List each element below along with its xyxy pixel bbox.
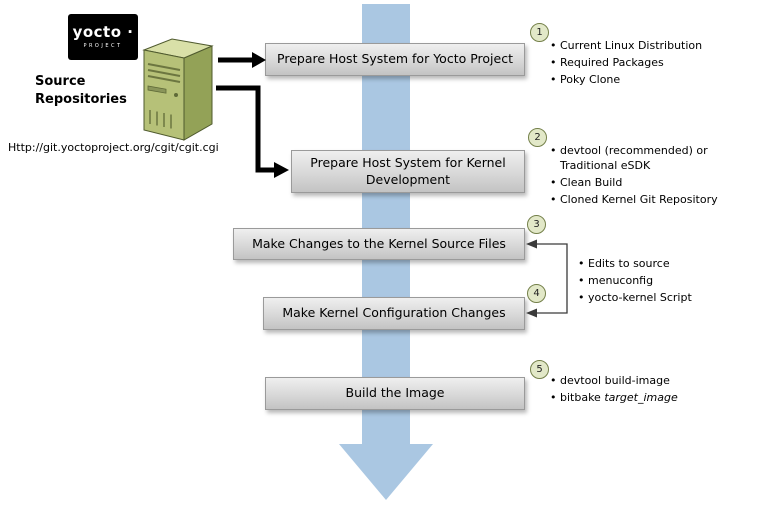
step-box-1: Prepare Host System for Yocto Project	[265, 43, 525, 76]
bullet-item: Poky Clone	[549, 73, 754, 88]
bullet-item: Current Linux Distribution	[549, 39, 754, 54]
step-box-2: Prepare Host System for Kernel Developme…	[291, 150, 525, 193]
bullet-item: yocto-kernel Script	[577, 291, 752, 306]
bullet-list-step5: devtool build-image bitbake target_image	[549, 374, 754, 408]
server-tower-icon	[142, 38, 214, 141]
step-box-3: Make Changes to the Kernel Source Files	[233, 228, 525, 260]
step-number-3: 3	[527, 215, 546, 234]
bullet-list-step2: devtool (recommended) or Traditional eSD…	[549, 144, 739, 210]
source-repositories-label: Source Repositories	[35, 74, 127, 107]
repo-url: Http://git.yoctoproject.org/cgit/cgit.cg…	[8, 141, 219, 154]
server-icon	[136, 36, 220, 146]
arrow-server-to-step2-icon	[216, 85, 289, 178]
bracket-steps-3-4-icon	[526, 239, 568, 318]
step-number-1: 1	[530, 23, 549, 42]
bullet-item: Required Packages	[549, 56, 754, 71]
step-number-2: 2	[528, 128, 547, 147]
bullet-item: bitbake target_image	[549, 391, 754, 406]
step-number-5: 5	[530, 360, 549, 379]
bullet-item: menuconfig	[577, 274, 752, 289]
step-box-5: Build the Image	[265, 377, 525, 410]
arrow-server-to-step1-icon	[218, 52, 266, 68]
bullet-text-italic: target_image	[604, 391, 678, 405]
yocto-logo-text: yocto ·	[72, 23, 134, 41]
bullet-item: Edits to source	[577, 257, 752, 272]
step-box-4: Make Kernel Configuration Changes	[263, 297, 525, 330]
yocto-logo-subtext: PROJECT	[83, 43, 123, 49]
bullet-text: bitbake	[560, 391, 605, 405]
bullet-list-steps-3-4: Edits to source menuconfig yocto-kernel …	[577, 257, 752, 308]
yocto-logo: yocto · PROJECT	[68, 14, 138, 60]
bullet-item: Clean Build	[549, 176, 739, 191]
bullet-item: Cloned Kernel Git Repository	[549, 193, 739, 208]
bullet-item: devtool build-image	[549, 374, 754, 389]
step-number-4: 4	[527, 284, 546, 303]
bullet-list-step1: Current Linux Distribution Required Pack…	[549, 39, 754, 90]
bullet-item: devtool (recommended) or Traditional eSD…	[549, 144, 739, 173]
